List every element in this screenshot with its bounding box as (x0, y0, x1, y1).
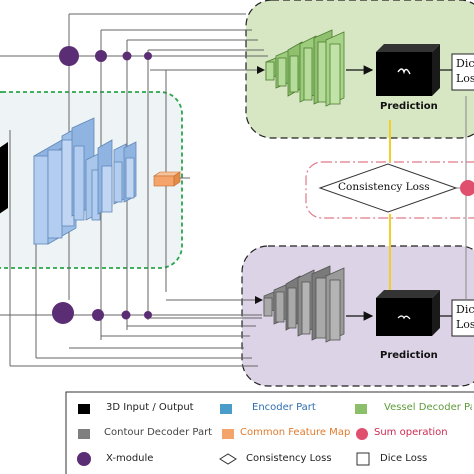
input-volume (0, 142, 8, 214)
x-module-bottom-3 (121, 310, 131, 320)
common-feature-map (153, 171, 181, 187)
legend-label-x-module: X-module (106, 453, 154, 464)
top-prediction-label: Prediction (380, 101, 438, 112)
consistency-loss-diamond (318, 163, 458, 213)
bottom-prediction-volume (376, 290, 440, 336)
legend-swatch-consistency-loss (219, 453, 237, 465)
legend-label-vessel-decoder: Vessel Decoder Par (384, 402, 472, 413)
x-module-bottom-2 (92, 309, 104, 321)
x-module-bottom-4 (144, 311, 152, 319)
x-module-top-4 (144, 52, 152, 60)
contour-decoder-blocks (263, 265, 345, 343)
x-module-top-large (59, 46, 79, 66)
bottom-prediction-label: Prediction (380, 350, 438, 361)
legend-swatch-x-module (77, 452, 91, 466)
legend-swatch-encoder (220, 404, 232, 414)
bottom-dice-loss-box (451, 299, 474, 337)
legend-swatch-sum-operation (356, 428, 368, 440)
top-dice-loss-line1: Dic (456, 57, 474, 70)
legend-label-sum-operation: Sum operation (374, 427, 448, 438)
x-module-bottom-large (52, 302, 74, 324)
x-module-top-2 (95, 50, 107, 62)
encoder-blocks (33, 117, 137, 245)
legend (65, 391, 474, 474)
sum-operation-node (460, 180, 474, 196)
top-prediction-volume (376, 44, 440, 96)
top-dice-loss-box (451, 53, 474, 91)
top-dice-loss-line2: Los (456, 72, 474, 85)
legend-swatch-input-output (78, 404, 90, 414)
vessel-decoder-blocks (265, 29, 345, 107)
legend-label-dice-loss: Dice Loss (380, 453, 428, 464)
bottom-dice-loss-line2: Los (456, 318, 474, 331)
legend-label-encoder: Encoder Part (252, 402, 316, 413)
legend-swatch-common-feature-map (222, 429, 234, 439)
x-module-top-3 (122, 51, 132, 61)
legend-label-contour-decoder: Contour Decoder Part (104, 427, 213, 438)
consistency-loss-label: Consistency Loss (338, 181, 430, 193)
legend-box (65, 391, 474, 474)
legend-swatch-contour-decoder (78, 429, 90, 439)
legend-label-input-output: 3D Input / Output (106, 402, 194, 413)
legend-label-common-feature-map: Common Feature Map (240, 427, 351, 438)
vessel-decoder-region (245, 0, 474, 139)
legend-swatch-vessel-decoder (355, 404, 367, 414)
legend-label-consistency-loss: Consistency Loss (246, 453, 332, 464)
legend-swatch-dice-loss (356, 452, 370, 466)
bottom-dice-loss-line1: Dic (456, 303, 474, 316)
